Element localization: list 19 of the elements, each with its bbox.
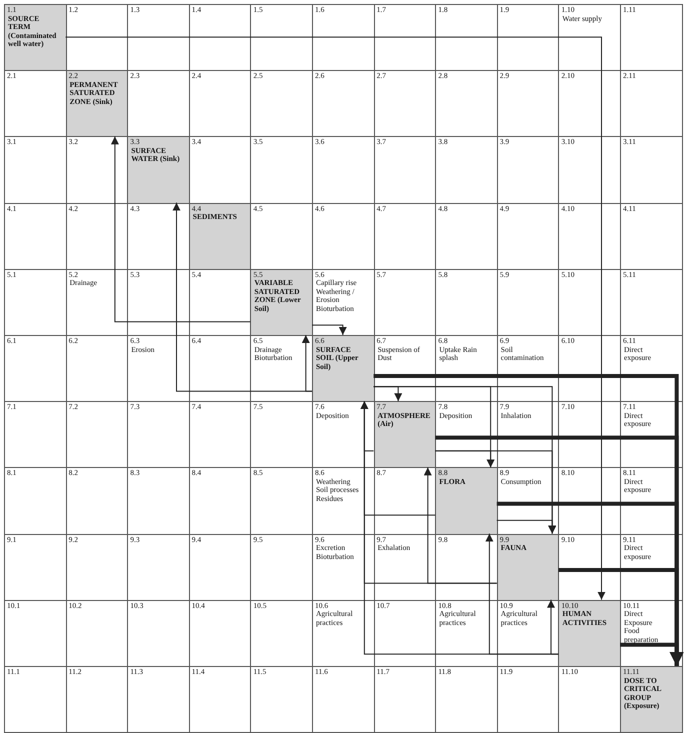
- arrow: [110, 136, 251, 322]
- compartment-cell: [4, 4, 67, 72]
- compartment-cell: [66, 70, 128, 138]
- arrow: [312, 324, 347, 336]
- arrow: [424, 466, 498, 584]
- compartment-cell: [620, 666, 683, 733]
- compartment-cell: [435, 467, 498, 535]
- arrow: [547, 599, 559, 655]
- arrow: [302, 334, 312, 392]
- compartment-cell: [127, 136, 190, 204]
- compartment-cell: [312, 335, 375, 402]
- arrow: [65, 36, 606, 600]
- compartment-cell: [188, 202, 252, 270]
- arrow: [496, 520, 556, 534]
- compartment-cell: [496, 534, 560, 601]
- arrow: [620, 642, 684, 666]
- compartment-cell: [250, 268, 313, 336]
- compartment-cell: [374, 401, 436, 468]
- compartment-cell: [558, 600, 621, 667]
